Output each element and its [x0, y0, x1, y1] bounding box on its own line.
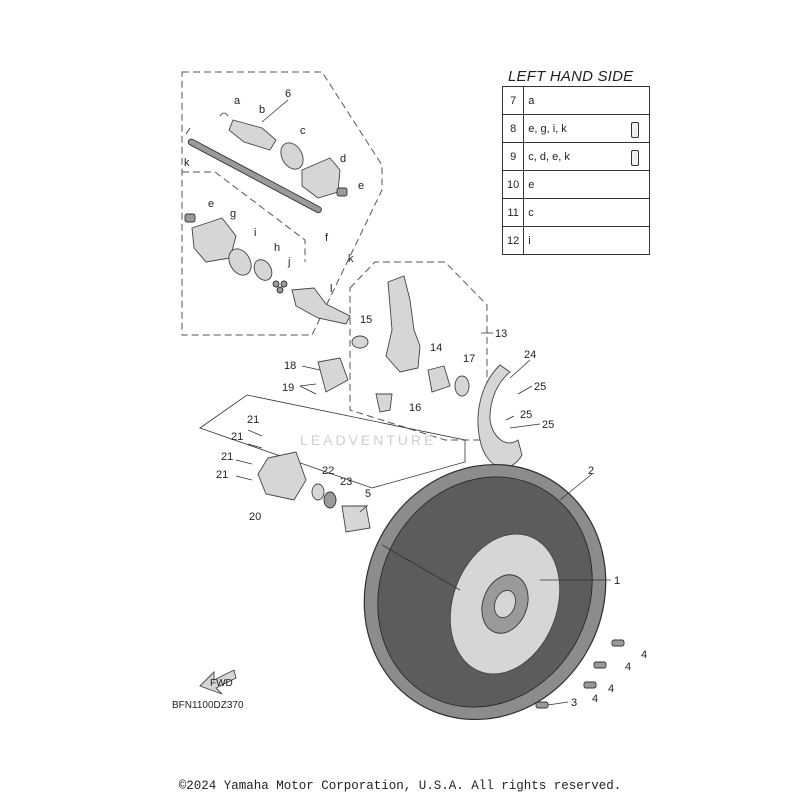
callout-4-b: 4: [625, 661, 631, 673]
legend-row-letters-text: c, d, e, k: [528, 150, 570, 163]
callout-21-d: 21: [216, 469, 228, 481]
legend-row-letters: c: [523, 198, 650, 227]
callout-6: 6: [285, 88, 291, 100]
legend-row-letters-text: c: [528, 206, 534, 219]
watermark-text: LEADVENTURE: [300, 432, 437, 448]
callout-13: 13: [495, 328, 507, 340]
callout-c: c: [300, 125, 306, 137]
legend-row-letters-text: i: [528, 234, 531, 247]
callout-4-c: 4: [608, 683, 614, 695]
callout-a: a: [234, 95, 241, 107]
group-13-boundary: [349, 261, 488, 441]
legend-row-letters-text: e, g, i, k: [528, 122, 567, 135]
callout-22: 22: [322, 465, 334, 477]
hub-group-outline: [199, 394, 466, 489]
wheel-and-tire-illustration: [363, 463, 625, 721]
legend-row-number: 11: [501, 198, 525, 227]
callout-3: 3: [571, 697, 577, 709]
callout-numbers: 6 a b c d e k e g f i h k j l 13 15 14 1…: [184, 88, 647, 709]
callout-k-right: k: [348, 253, 354, 265]
grease-tube-icon: [631, 149, 639, 166]
callout-21-a: 21: [247, 414, 259, 426]
callout-2: 2: [588, 465, 594, 477]
callout-21-c: 21: [221, 451, 233, 463]
callout-i: i: [254, 227, 256, 239]
callout-25-c: 25: [542, 419, 554, 431]
legend-row-letters: a: [523, 86, 650, 115]
legend-row-number: 9: [501, 142, 525, 171]
callout-k-left: k: [184, 157, 190, 169]
callout-19: 19: [282, 382, 294, 394]
callout-24: 24: [524, 349, 536, 361]
callout-4-a: 4: [641, 649, 647, 661]
brake-disc-illustration: [477, 364, 523, 469]
hub-illustration: [235, 429, 371, 533]
callout-15: 15: [360, 314, 372, 326]
front-arrow-icon: FWD: [199, 669, 237, 695]
callout-20: 20: [249, 511, 261, 523]
legend-row-letters-text: a: [528, 94, 535, 107]
front-arrow-label: FWD: [210, 678, 233, 689]
legend-row-number: 12: [501, 226, 525, 255]
drive-shaft-illustration: [184, 112, 351, 325]
callout-e-upper: e: [358, 180, 364, 192]
callout-23: 23: [340, 476, 352, 488]
callout-e-lower: e: [208, 198, 214, 210]
callout-4-d: 4: [592, 693, 598, 705]
legend-row-number: 8: [501, 114, 525, 143]
callout-25-a: 25: [534, 381, 546, 393]
callout-18: 18: [284, 360, 296, 372]
callout-17: 17: [463, 353, 475, 365]
legend-row-number: 7: [501, 86, 525, 115]
knuckle-illustration: [317, 275, 470, 413]
callout-1: 1: [614, 575, 620, 587]
callout-5: 5: [365, 488, 371, 500]
legend-row-letters-text: e: [528, 178, 535, 191]
callout-b: b: [259, 104, 265, 116]
legend-row-letters: e, g, i, k: [523, 114, 650, 143]
legend-row-letters: e: [523, 170, 650, 199]
copyright-notice: ©2024 Yamaha Motor Corporation, U.S.A. A…: [178, 779, 622, 793]
legend-row-number: 10: [501, 170, 525, 199]
callout-21-b: 21: [231, 431, 243, 443]
callout-f: f: [325, 232, 329, 244]
legend-title: LEFT HAND SIDE: [508, 68, 634, 85]
callout-14: 14: [430, 342, 442, 354]
legend-row-letters: c, d, e, k: [523, 142, 650, 171]
diagram-code: BFN1100DZ370: [172, 700, 244, 711]
callout-h: h: [274, 242, 280, 254]
callout-d: d: [340, 153, 346, 165]
callout-16: 16: [409, 402, 421, 414]
grease-tube-icon: [631, 121, 639, 138]
callout-l: l: [330, 283, 332, 295]
legend-row-letters: i: [523, 226, 650, 255]
callout-25-b: 25: [520, 409, 532, 421]
callout-g: g: [230, 208, 236, 220]
leader-lines: [261, 99, 611, 706]
callout-j: j: [287, 256, 290, 268]
group-6-boundary: [181, 71, 383, 336]
group-6-sub-boundary: [182, 171, 306, 262]
